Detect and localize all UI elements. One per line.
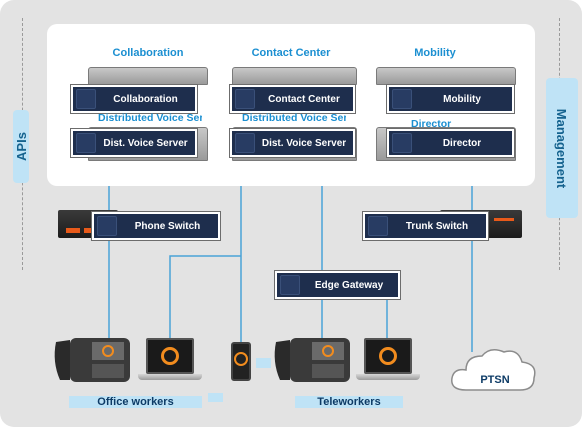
trunk-switch: Trunk Switch <box>363 212 488 240</box>
appliance-icon <box>235 89 255 109</box>
director-appliance: Director <box>387 129 514 157</box>
appliance-icon <box>76 89 96 109</box>
tele-laptop-screen <box>364 338 412 374</box>
mobility-appliance: Mobility <box>387 85 514 113</box>
heading-mobility: Mobility <box>414 47 456 59</box>
connector-blip <box>208 393 223 402</box>
mobility-server-top <box>376 67 516 85</box>
app-logo-icon <box>161 347 179 365</box>
collaboration-ghost-text: Distributed Voice Servers <box>98 112 202 124</box>
connector-blip <box>256 358 271 368</box>
port-led <box>494 218 514 221</box>
mobile-phone-icon <box>231 342 251 381</box>
contact-center-appliance: Contact Center <box>230 85 355 113</box>
management-tab: Management <box>546 78 578 218</box>
app-logo-icon <box>234 352 248 366</box>
dist-voice-server-label-2: Dist. Voice Server <box>261 137 347 149</box>
office-laptop-screen <box>146 338 194 374</box>
port-led <box>66 228 80 233</box>
cloud-icon <box>451 349 536 391</box>
office-workers-label: Office workers <box>69 396 202 408</box>
gateway-icon <box>280 275 300 295</box>
heading-collaboration: Collaboration <box>112 47 184 59</box>
apis-tab: APIs <box>13 110 29 183</box>
office-laptop-base <box>138 374 202 380</box>
collaboration-appliance: Collaboration <box>71 85 197 113</box>
director-label: Director <box>442 137 482 149</box>
heading-contact-center: Contact Center <box>251 47 331 59</box>
phone-switch-label: Phone Switch <box>134 220 201 232</box>
mobility-label: Mobility <box>443 93 481 105</box>
app-logo-icon <box>379 347 397 365</box>
switch-icon <box>368 216 388 236</box>
phone-switch: Phone Switch <box>92 212 220 240</box>
tele-laptop-base <box>356 374 420 380</box>
switch-icon <box>97 216 117 236</box>
contact-center-server-top <box>232 67 357 85</box>
appliance-icon <box>235 133 255 153</box>
ptsn-label: PTSN <box>480 374 510 386</box>
line-office-laptop <box>169 255 241 340</box>
collaboration-server-top <box>88 67 208 85</box>
appliance-icon <box>392 133 412 153</box>
contact-center-ghost-text: Distributed Voice Servers <box>242 112 346 124</box>
port-led <box>84 228 92 233</box>
edge-gateway-label: Edge Gateway <box>314 279 384 291</box>
dist-voice-server-appliance-2: Dist. Voice Server <box>230 129 355 157</box>
appliance-icon <box>76 133 96 153</box>
office-desk-phone-icon <box>54 338 130 382</box>
tele-desk-phone-icon <box>274 338 350 382</box>
contact-center-label: Contact Center <box>268 93 340 105</box>
appliance-icon <box>392 89 412 109</box>
edge-gateway: Edge Gateway <box>275 271 400 299</box>
trunk-switch-label: Trunk Switch <box>405 220 469 232</box>
collaboration-label: Collaboration <box>113 93 178 105</box>
teleworkers-label: Teleworkers <box>295 396 403 408</box>
dist-voice-server-appliance-1: Dist. Voice Server <box>71 129 197 157</box>
dist-voice-server-label-1: Dist. Voice Server <box>103 137 188 149</box>
